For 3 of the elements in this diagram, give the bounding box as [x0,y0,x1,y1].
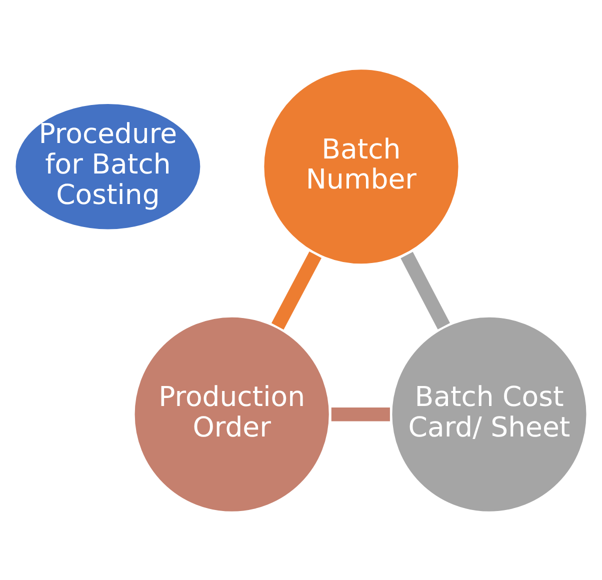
connector [271,251,322,330]
connector [400,251,450,329]
connector [331,407,390,421]
